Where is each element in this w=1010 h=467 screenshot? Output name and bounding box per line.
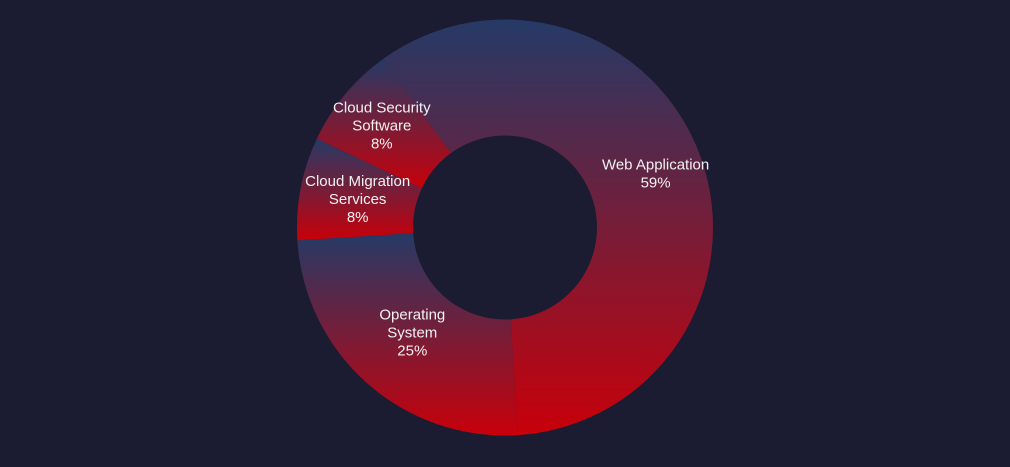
slice-web-application xyxy=(382,19,713,436)
slice-cloud-security-software xyxy=(316,59,451,189)
slices-group xyxy=(297,19,713,436)
category-label-line: Web Application xyxy=(602,156,709,173)
category-label-line: Services xyxy=(329,191,387,208)
category-label-line: Cloud Security xyxy=(333,99,431,116)
slice-cloud-migration-services xyxy=(297,138,422,241)
category-label-line: System xyxy=(387,324,437,341)
value-label: 8% xyxy=(347,209,369,226)
category-label-line: Cloud Migration xyxy=(305,173,410,190)
value-label: 59% xyxy=(641,174,671,191)
category-label-line: Operating xyxy=(379,306,445,323)
category-label-line: Software xyxy=(352,117,411,134)
value-label: 8% xyxy=(371,135,393,152)
value-label: 25% xyxy=(397,342,427,359)
slice-operating-system xyxy=(297,233,518,436)
